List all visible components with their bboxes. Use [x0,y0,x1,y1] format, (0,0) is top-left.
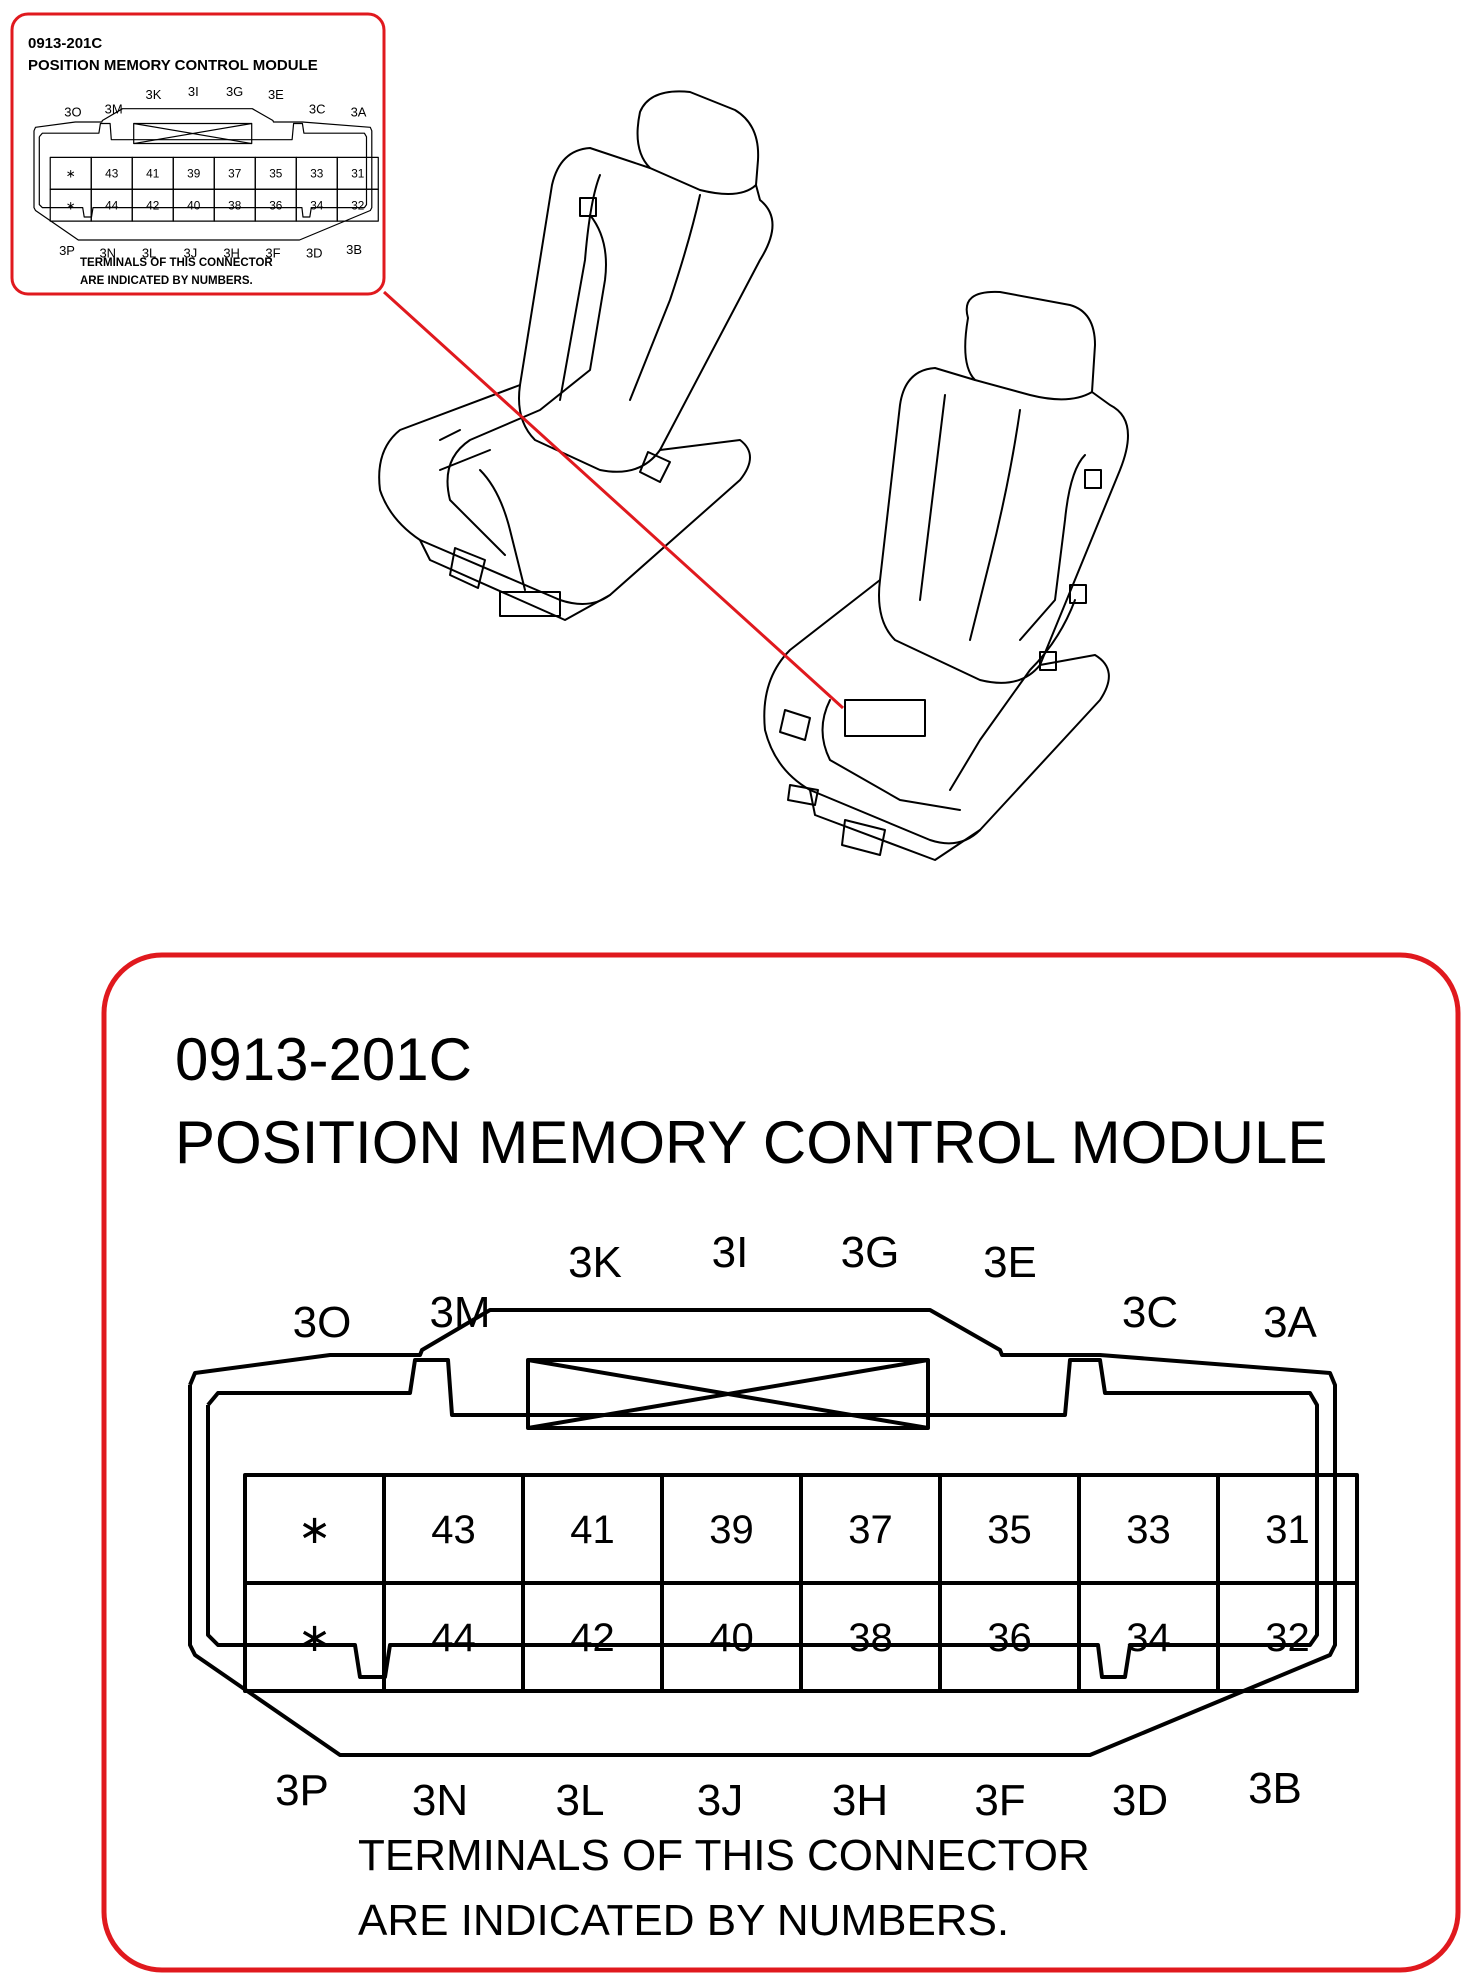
small-bottom-cavity-label: 3F [265,246,280,261]
callout-small-border [10,12,386,296]
callout-small-connector: ∗ 43 41 39 37 35 33 31 ∗ 44 42 40 38 36 34 32 3O 3M 3K 3I 3G… [33,84,379,261]
small-bottom-cavity-label: 3B [346,242,362,257]
small-pin-cell [336,188,379,222]
small-latch [133,122,253,145]
connector-title: POSITION MEMORY CONTROL MODULE [175,1109,1327,1176]
large-pin-number: 31 [1265,1508,1310,1552]
small-pin-number: ∗ [66,198,76,212]
large-latch [526,1358,930,1430]
small-top-cavity-label: 3A [351,105,367,120]
small-top-cavity-label: 3C [309,102,326,117]
large-pin-number: 35 [987,1508,1032,1552]
large-pin-number: 34 [1126,1616,1171,1660]
small-pin-number: 42 [146,198,159,212]
large-bottom-cavity-label: 3D [1112,1776,1168,1825]
connector-note-line2: ARE INDICATED BY NUMBERS. [358,1896,1009,1945]
callout-small-note-line1: TERMINALS OF THIS CONNECTOR [80,257,273,269]
large-bottom-cavity-label: 3L [556,1776,605,1825]
seat-illustration-left [378,90,774,621]
small-pin-number: 40 [187,198,201,212]
callout-leader-line [382,290,845,710]
large-bottom-cavity-label: 3H [832,1776,888,1825]
small-pin-number: 35 [269,166,283,180]
large-bottom-cavity-label: 3J [697,1776,743,1825]
small-top-cavity-label: 3M [105,102,123,117]
large-bottom-cavity-label: 3B [1248,1764,1302,1813]
small-pin-number: 36 [269,198,283,212]
large-pin-cell [1216,1581,1359,1693]
small-shell-outer [33,108,373,241]
callout-small-title: POSITION MEMORY CONTROL MODULE [28,57,318,74]
small-shell-inner [38,122,368,218]
large-top-cavity-label: 3M [429,1288,490,1337]
small-pin-number: 38 [228,198,242,212]
small-top-cavity-label: 3I [188,84,199,99]
large-bottom-cavity-label: 3N [412,1776,468,1825]
large-top-cavity-label: 3A [1263,1298,1317,1347]
large-pin-number: ∗ [298,1616,332,1660]
small-pin-number: 44 [105,198,119,212]
small-pin-number: 32 [351,198,364,212]
small-pin-number: 31 [351,166,364,180]
small-bottom-cavity-label: 3J [183,246,197,261]
large-pin-number: 41 [570,1508,615,1552]
small-pin-number: 43 [105,166,119,180]
small-pin-number: 37 [228,166,241,180]
large-top-cavity-label: 3O [293,1298,352,1347]
large-top-cavity-label: 3E [983,1238,1037,1287]
large-pin-number: 38 [848,1616,893,1660]
connector-note-line1: TERMINALS OF THIS CONNECTOR [358,1831,1090,1880]
small-bottom-cavity-label: 3H [223,246,240,261]
large-latch-cross-b [527,1358,929,1430]
large-pin-number: 37 [848,1508,893,1552]
large-top-cavity-label: 3I [712,1228,749,1277]
large-pin-number: 36 [987,1616,1032,1660]
connector-code: 0913-201C [175,1026,472,1093]
callout-small-code: 0913-201C [28,35,102,52]
large-pin-number: 43 [431,1508,476,1552]
callout-large-border [101,952,1461,1973]
small-top-cavity-label: 3E [268,87,284,102]
small-pin-number: 33 [310,166,324,180]
small-top-cavity-label: 3K [146,87,162,102]
callout-small: 0913-201C POSITION MEMORY CONTROL MODULE… [10,12,386,296]
large-top-cavity-label: 3K [568,1238,622,1287]
seat-illustration-right [763,290,1129,861]
small-bottom-cavity-label: 3D [306,246,323,261]
small-pin-number: 41 [146,166,159,180]
large-shell-outer [188,1308,1337,1757]
large-top-cavity-label: 3C [1122,1288,1178,1337]
small-latch-cross-b [133,122,252,145]
small-pin-number: ∗ [66,166,76,180]
large-pin-number: 32 [1265,1616,1310,1660]
large-shell-inner [206,1358,1319,1679]
large-pin-number: 42 [570,1616,615,1660]
callout-large: 0913-201C POSITION MEMORY CONTROL MODULE… [101,952,1461,1973]
large-pin-number: 40 [709,1616,754,1660]
small-top-cavity-label: 3G [226,84,243,99]
small-bottom-cavity-label: 3P [59,243,75,258]
small-pin-number: 39 [187,166,200,180]
small-bottom-cavity-label: 3N [99,246,116,261]
large-pin-number: 44 [431,1616,476,1660]
callout-small-note-line2: ARE INDICATED BY NUMBERS. [80,275,253,287]
large-pin-number: ∗ [298,1508,332,1552]
small-top-cavity-label: 3O [64,105,81,120]
large-bottom-cavity-label: 3P [275,1766,329,1815]
large-top-cavity-label: 3G [841,1228,900,1277]
large-pin-number: 39 [709,1508,754,1552]
connector-face: ∗ 43 41 39 37 35 33 31 ∗ 44 42 40 38 36 34 32 3O 3M 3K 3I 3G… [188,1228,1359,1825]
small-pin-number: 34 [310,198,324,212]
large-pin-number: 33 [1126,1508,1171,1552]
small-bottom-cavity-label: 3L [142,246,156,261]
large-bottom-cavity-label: 3F [974,1776,1025,1825]
